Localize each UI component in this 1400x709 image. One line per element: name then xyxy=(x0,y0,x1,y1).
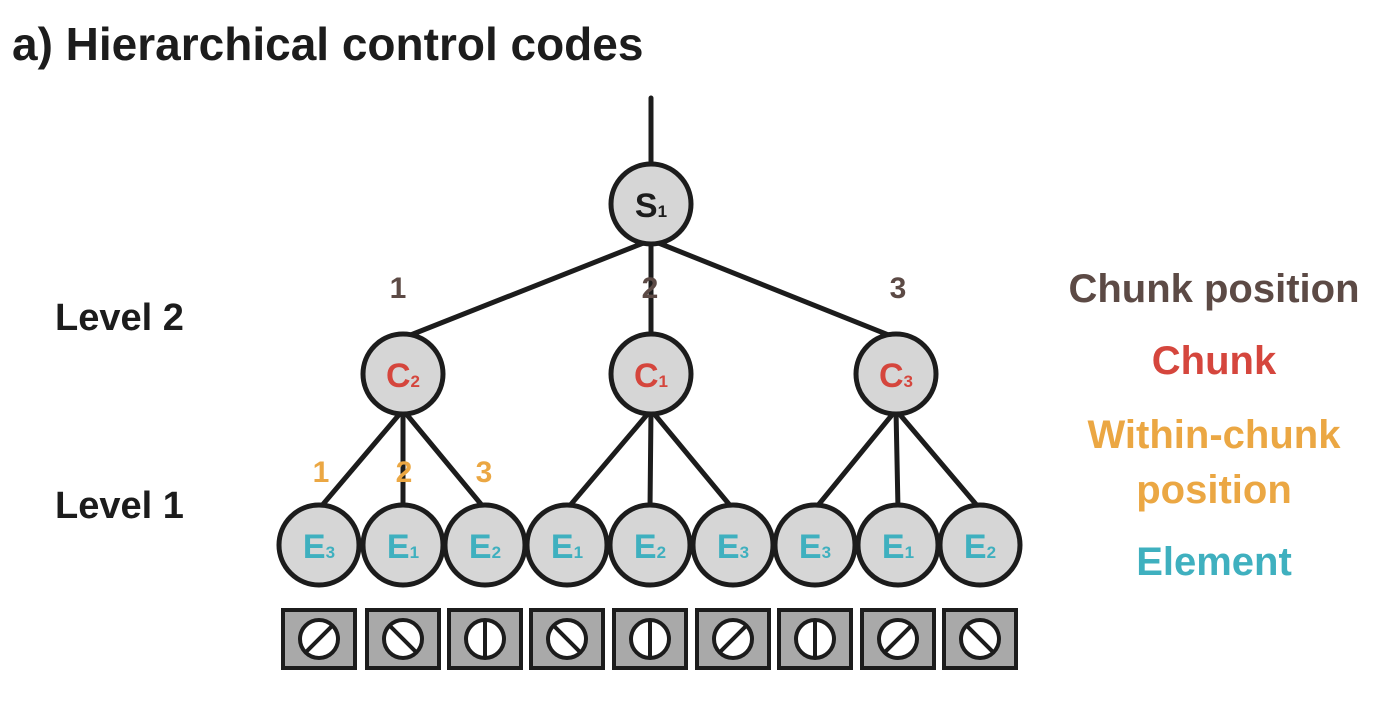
symbol-stroke xyxy=(717,623,749,655)
vertical-circle-icon xyxy=(777,608,853,670)
element-node-label: E2 xyxy=(964,528,996,566)
element-letter: E xyxy=(469,528,492,566)
chunk-to-element-edge xyxy=(648,407,736,512)
legend-chunk: Chunk xyxy=(1152,339,1277,383)
chunk-to-element-edge xyxy=(893,407,901,512)
element-letter: E xyxy=(799,528,822,566)
element-letter: E xyxy=(717,528,740,566)
element-subscript: 3 xyxy=(740,543,749,562)
page-title: a) Hierarchical control codes xyxy=(12,18,643,70)
element-node-label: E3 xyxy=(303,528,335,566)
root-node-circle xyxy=(608,161,694,247)
chunk-node-label: C1 xyxy=(634,357,668,395)
element-letter: E xyxy=(882,528,905,566)
vertical-circle-icon xyxy=(447,608,523,670)
within-chunk-position-label-2: 2 xyxy=(396,456,413,489)
element-node: E2 xyxy=(937,502,1023,588)
element-node-label: E3 xyxy=(717,528,749,566)
element-node-circle xyxy=(524,502,610,588)
level-2-label: Level 2 xyxy=(55,297,184,339)
element-letter: E xyxy=(964,528,987,566)
element-node: E2 xyxy=(607,502,693,588)
element-node-label: E1 xyxy=(551,528,583,566)
chunk-position-label-3: 3 xyxy=(890,272,907,305)
element-subscript: 3 xyxy=(822,543,831,562)
level-1-label: Level 1 xyxy=(55,485,184,527)
symbol-stroke xyxy=(303,623,335,655)
element-letter: E xyxy=(387,528,410,566)
within-chunk-position-label-3: 3 xyxy=(476,456,493,489)
tree-edges xyxy=(316,95,983,512)
symbol-stroke xyxy=(882,623,914,655)
chunk-node-label: C2 xyxy=(386,357,420,395)
element-node-circle xyxy=(276,502,362,588)
element-node: E3 xyxy=(772,502,858,588)
element-node: E3 xyxy=(276,502,362,588)
slash-circle-icon xyxy=(860,608,936,670)
chunk-node-c1: C1 xyxy=(608,331,694,417)
element-subscript: 3 xyxy=(326,543,335,562)
element-node: E3 xyxy=(690,502,776,588)
element-node-circle xyxy=(607,502,693,588)
element-subscript: 2 xyxy=(492,543,501,562)
element-subscript: 2 xyxy=(657,543,666,562)
slash-circle-icon xyxy=(695,608,771,670)
element-node: E1 xyxy=(524,502,610,588)
legend-within-chunk: Within-chunk xyxy=(1088,413,1342,457)
chunk-node-label: C3 xyxy=(879,357,913,395)
legend-element: Element xyxy=(1136,540,1292,584)
element-subscript: 1 xyxy=(410,543,419,562)
chunk-to-element-edge xyxy=(316,407,406,512)
element-node: E1 xyxy=(855,502,941,588)
element-node-circle xyxy=(937,502,1023,588)
chunk-node-c2: C2 xyxy=(360,331,446,417)
legend-chunk-position: Chunk position xyxy=(1068,267,1359,311)
chunk-node-c3: C3 xyxy=(853,331,939,417)
symbol-stroke xyxy=(387,623,419,655)
chunk-node-circle xyxy=(853,331,939,417)
element-node-label: E2 xyxy=(469,528,501,566)
element-node-label: E3 xyxy=(799,528,831,566)
chunk-node-circle xyxy=(360,331,446,417)
element-node-label: E1 xyxy=(882,528,914,566)
chunk-to-element-edge xyxy=(812,407,899,512)
element-node-label: E2 xyxy=(634,528,666,566)
legend-within-chunk-position: position xyxy=(1136,468,1292,512)
stimulus-symbols xyxy=(281,608,1018,670)
chunk-to-element-edge xyxy=(564,407,654,512)
element-node-label: E1 xyxy=(387,528,419,566)
backslash-circle-icon xyxy=(942,608,1018,670)
element-node-circle xyxy=(772,502,858,588)
root-to-chunk-edge xyxy=(400,237,654,341)
element-node: E1 xyxy=(360,502,446,588)
root-node-s1: S1 xyxy=(608,161,694,247)
element-letter: E xyxy=(551,528,574,566)
chunk-node-circle xyxy=(608,331,694,417)
legend: Chunk position Chunk Within-chunk positi… xyxy=(1068,267,1359,584)
root-node-label: S1 xyxy=(635,187,667,225)
chunk-to-element-edge xyxy=(400,407,488,512)
element-subscript: 2 xyxy=(987,543,996,562)
slash-circle-icon xyxy=(281,608,357,670)
symbol-stroke xyxy=(964,623,996,655)
chunk-to-element-edge xyxy=(647,407,654,512)
backslash-circle-icon xyxy=(529,608,605,670)
chunk-position-label-2: 2 xyxy=(642,272,659,305)
chunk-to-element-edge xyxy=(893,407,983,512)
root-to-chunk-edge xyxy=(648,237,899,341)
symbol-stroke xyxy=(551,623,583,655)
element-subscript: 1 xyxy=(574,543,583,562)
chunk-position-label-1: 1 xyxy=(390,272,407,305)
backslash-circle-icon xyxy=(365,608,441,670)
element-subscript: 1 xyxy=(905,543,914,562)
element-node: E2 xyxy=(442,502,528,588)
vertical-circle-icon xyxy=(612,608,688,670)
element-letter: E xyxy=(303,528,326,566)
within-chunk-position-label-1: 1 xyxy=(313,456,330,489)
element-letter: E xyxy=(634,528,657,566)
